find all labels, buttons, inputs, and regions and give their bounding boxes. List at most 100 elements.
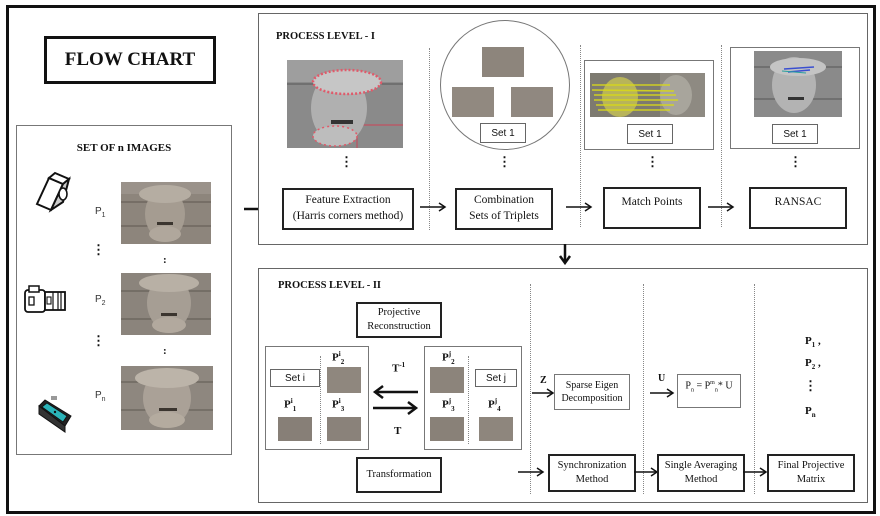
z-label: Z <box>540 375 547 386</box>
divider <box>643 284 644 494</box>
step-sublabel: Matrix <box>796 474 826 485</box>
output-p2: P2 , <box>805 357 821 372</box>
stone-face-image <box>121 182 211 244</box>
diagram-frame <box>6 5 876 514</box>
process-level-1-title: PROCESS LEVEL - I <box>276 31 375 42</box>
formula-box: Pn = Pmn* U <box>677 374 741 408</box>
step-sublabel: Method <box>684 474 718 485</box>
u-label: U <box>658 373 666 384</box>
match-points-step: Match Points <box>603 187 701 229</box>
output-pn: Pn <box>805 405 816 420</box>
process-level-2-title: PROCESS LEVEL - II <box>278 280 381 291</box>
images-panel: SET OF n IMAGES P1 ⋮ : P2 <box>16 125 232 455</box>
set-i-image <box>327 417 361 441</box>
vertical-ellipsis: ⋮ <box>498 154 511 169</box>
pi2-label: Pi2 <box>332 350 345 366</box>
arrow-right-icon <box>518 467 545 477</box>
formula-text: Pn = Pmn* U <box>685 380 733 394</box>
image-pn-photo <box>121 366 213 430</box>
box-label: Transformation <box>366 468 432 480</box>
vertical-ellipsis: ⋮ <box>340 154 353 169</box>
divider <box>320 356 321 444</box>
compact-camera-icon <box>38 396 72 433</box>
step-label: Synchronization <box>557 459 627 471</box>
vertical-ellipsis: ⋮ <box>804 378 817 393</box>
triplet-image <box>482 47 524 77</box>
colon-separator: : <box>163 345 167 357</box>
divider <box>580 45 581 227</box>
ransac-image <box>754 51 842 117</box>
triplet-circle <box>440 20 570 150</box>
images-panel-title: SET OF n IMAGES <box>76 142 172 154</box>
step-label: RANSAC <box>774 196 822 209</box>
arrow-right-icon <box>650 388 675 398</box>
ransac-step: RANSAC <box>749 187 847 229</box>
arrow-left-icon <box>372 385 418 399</box>
step-sublabel: Method <box>575 474 609 485</box>
step-label: Feature Extraction <box>305 194 391 207</box>
stone-face-image <box>121 366 213 430</box>
divider <box>530 284 531 494</box>
step-label: Match Points <box>621 196 683 209</box>
box-label: Sparse Eigen <box>565 379 619 391</box>
divider <box>721 45 722 227</box>
pj4-label: Pj4 <box>488 397 501 413</box>
step-label: Single Averaging <box>664 459 738 471</box>
set-j-image <box>430 417 464 441</box>
flow-chart-title: FLOW CHART <box>44 36 216 84</box>
set-label: Set 1 <box>480 123 526 143</box>
match-points-image <box>590 73 705 117</box>
arrow-right-icon <box>420 202 447 212</box>
box-sublabel: Reconstruction <box>367 321 431 332</box>
t-inverse-label: T-1 <box>392 361 406 375</box>
step-sublabel: Sets of Triplets <box>469 210 539 222</box>
ransac-inliers-overlay <box>754 51 842 117</box>
triplet-image <box>511 87 553 117</box>
arrow-right-icon <box>743 467 768 477</box>
step-label: Final Projective <box>777 459 845 471</box>
box-label: Projective <box>377 306 421 318</box>
image-p2-photo <box>121 273 211 335</box>
t-label: T <box>394 425 402 437</box>
arrow-right-icon <box>708 202 735 212</box>
arrow-right-icon <box>373 401 419 415</box>
arrow-right-icon <box>566 202 593 212</box>
image-label-p2: P2 <box>95 294 106 307</box>
set-j-image <box>430 367 464 393</box>
set-i-label: Set i <box>270 369 320 387</box>
match-lines-overlay <box>590 73 705 117</box>
vertical-ellipsis: ⋮ <box>92 333 105 348</box>
set-j-label: Set j <box>475 369 517 387</box>
stone-face-image <box>121 273 211 335</box>
image-p1-photo <box>121 182 211 244</box>
divider <box>754 284 755 494</box>
box-sublabel: Decomposition <box>561 393 623 404</box>
set-label: Set 1 <box>627 124 673 144</box>
step-sublabel: (Harris corners method) <box>292 210 404 222</box>
divider <box>429 48 430 230</box>
set-i-image <box>278 417 312 441</box>
set-i-image <box>327 367 361 393</box>
pj3-label: Pj3 <box>442 397 455 413</box>
arrow-right-icon <box>532 388 555 398</box>
step-label: Combination <box>473 194 535 207</box>
pi3-label: Pi3 <box>332 397 345 413</box>
image-label-pn: Pn <box>95 390 106 403</box>
vertical-ellipsis: ⋮ <box>789 154 802 169</box>
pi1-label: Pi1 <box>284 397 297 413</box>
output-p1: P1 , <box>805 335 821 350</box>
transformation-box: Transformation <box>356 457 442 493</box>
dslr-camera-icon <box>24 285 66 313</box>
set-label: Set 1 <box>772 124 818 144</box>
vertical-ellipsis: ⋮ <box>646 154 659 169</box>
harris-corners-overlay <box>287 60 403 148</box>
harris-corners-image <box>287 60 403 148</box>
pj2-label: Pj2 <box>442 350 455 366</box>
image-label-p1: P1 <box>95 206 106 219</box>
